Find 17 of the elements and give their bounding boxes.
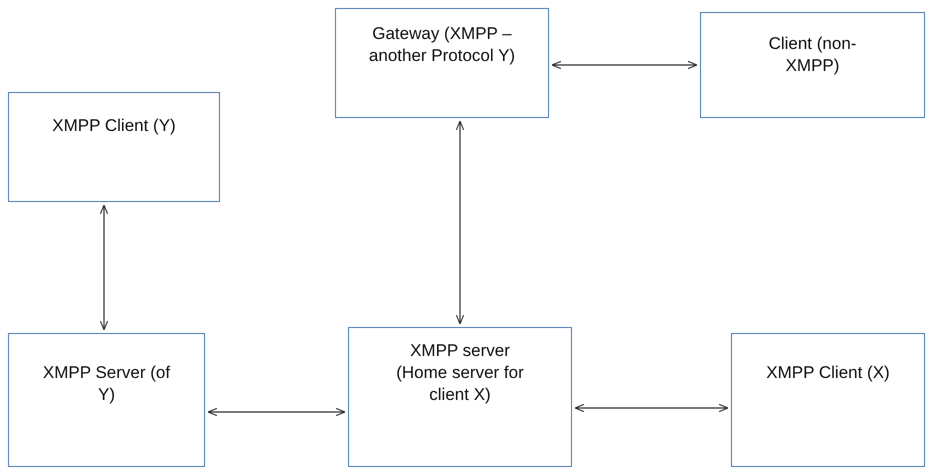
double-arrow <box>100 204 108 331</box>
double-arrow <box>207 408 346 416</box>
process-box <box>8 333 205 467</box>
box-label: Gateway (XMPP – another Protocol Y) <box>368 23 516 67</box>
double-arrow <box>551 60 698 70</box>
double-arrow <box>574 404 729 412</box>
box-label: XMPP Client (Y) <box>51 115 177 137</box>
box-label: XMPP Server (of Y) <box>42 362 172 406</box>
box-label: Client (non-XMPP) <box>768 33 858 77</box>
process-box <box>335 8 549 118</box>
process-box <box>700 12 925 118</box>
process-box <box>8 92 220 202</box>
process-box <box>348 327 572 467</box>
double-arrow <box>456 120 464 325</box>
box-label: XMPP Client (X) <box>765 362 891 384</box>
process-box <box>731 333 925 467</box>
box-label: XMPP server (Home server for client X) <box>395 340 525 406</box>
